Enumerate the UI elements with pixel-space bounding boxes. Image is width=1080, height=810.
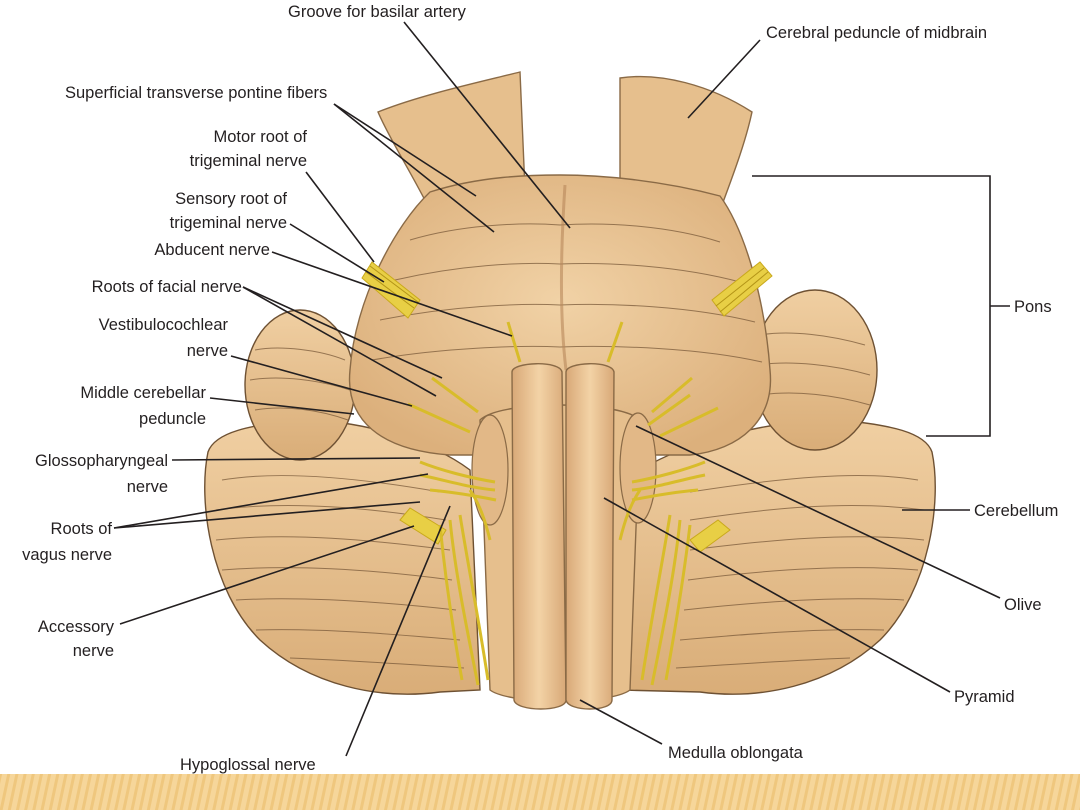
olive-right xyxy=(619,412,657,524)
pyramid-left xyxy=(511,363,567,710)
label-hypoglossal-nerve: Hypoglossal nerve xyxy=(180,756,316,774)
pyramid-right xyxy=(565,363,615,710)
label-motor-root-line1: Motor root of xyxy=(213,128,307,146)
label-vagus-line1: Roots of xyxy=(51,520,113,538)
label-pons: Pons xyxy=(1014,298,1052,316)
label-motor-root-line2: trigeminal nerve xyxy=(190,152,307,170)
label-accessory-line1: Accessory xyxy=(38,618,115,636)
olive-left xyxy=(471,414,509,526)
label-cerebellum: Cerebellum xyxy=(974,502,1058,520)
label-sensory-root-line2: trigeminal nerve xyxy=(170,214,287,232)
cranial-nerves xyxy=(361,261,773,686)
pons xyxy=(348,174,772,456)
label-glossopharyngeal-line2: nerve xyxy=(127,478,168,496)
label-cerebral-peduncle: Cerebral peduncle of midbrain xyxy=(766,24,987,42)
label-glossopharyngeal-line1: Glossopharyngeal xyxy=(35,452,168,470)
label-facial-nerve: Roots of facial nerve xyxy=(92,278,242,296)
label-pyramid: Pyramid xyxy=(954,688,1015,706)
cerebellum-right-hemisphere xyxy=(619,419,936,695)
label-groove-basilar-artery: Groove for basilar artery xyxy=(288,3,467,21)
label-medulla-oblongata: Medulla oblongata xyxy=(668,744,804,762)
labels: Groove for basilar artery Cerebral pedun… xyxy=(22,3,1058,774)
label-abducent-nerve: Abducent nerve xyxy=(154,241,270,259)
leader-lines xyxy=(113,21,1010,757)
cerebellum-left-hemisphere xyxy=(204,419,481,695)
label-middle-cerebellar-line2: peduncle xyxy=(139,410,206,428)
label-middle-cerebellar-line1: Middle cerebellar xyxy=(80,384,206,402)
label-olive: Olive xyxy=(1004,596,1042,614)
label-vestibulocochlear-line2: nerve xyxy=(187,342,228,360)
cerebral-peduncle-right xyxy=(619,75,753,206)
label-vestibulocochlear-line1: Vestibulocochlear xyxy=(99,316,229,334)
anatomy-illustration xyxy=(204,71,936,710)
label-vagus-line2: vagus nerve xyxy=(22,546,112,564)
label-sensory-root-line1: Sensory root of xyxy=(175,190,287,208)
label-pontine-fibers: Superficial transverse pontine fibers xyxy=(65,84,327,102)
flocculus-right xyxy=(752,289,878,451)
label-accessory-line2: nerve xyxy=(73,642,114,660)
bottom-banner xyxy=(0,774,1080,810)
